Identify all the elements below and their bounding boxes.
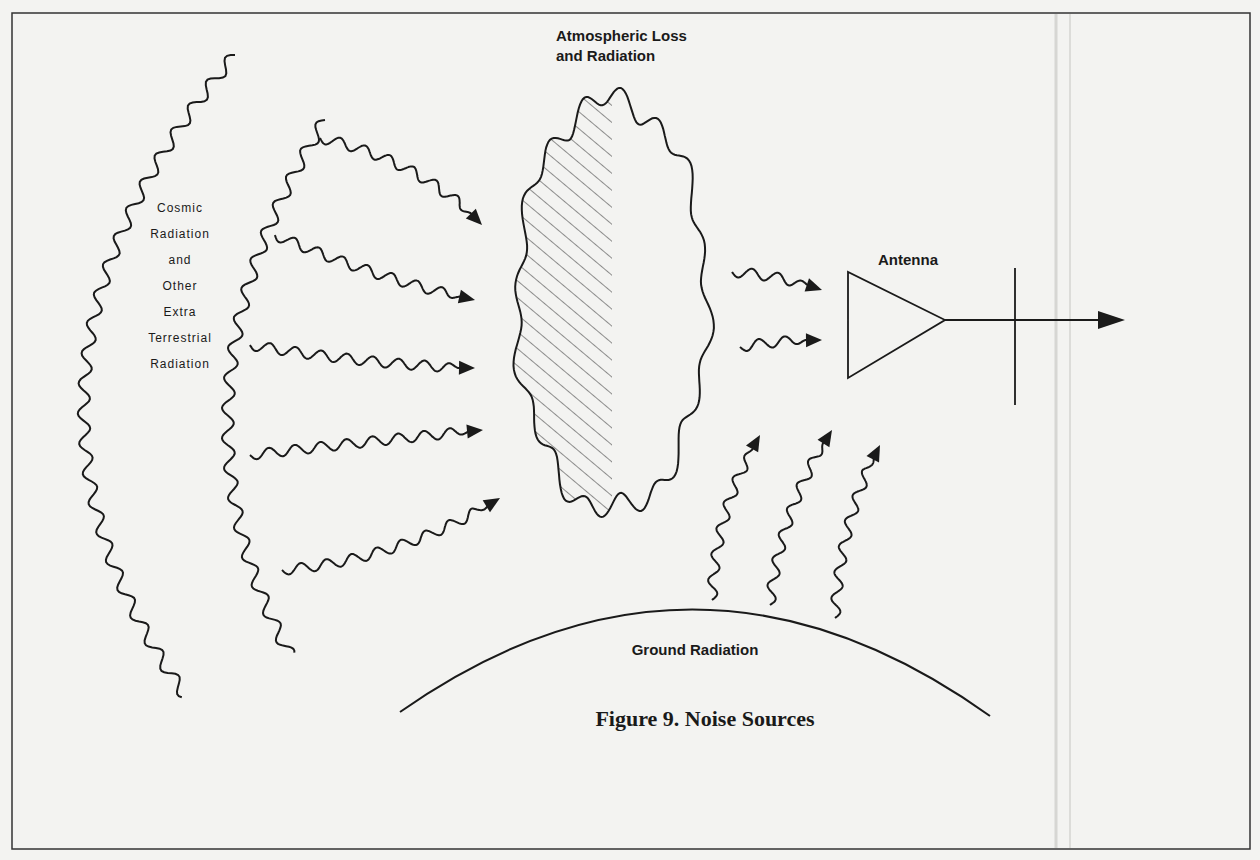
source-label: Cosmic Radiation and Other Extra Terrest…	[130, 195, 230, 377]
frame	[12, 13, 1250, 849]
arrowhead	[818, 430, 832, 447]
arrowhead	[466, 209, 482, 225]
radiation-front	[78, 55, 235, 697]
scan-line	[1069, 14, 1071, 848]
output-arrowhead	[1098, 311, 1125, 329]
radiation-front	[222, 120, 325, 653]
radiation-ray	[275, 235, 463, 298]
radiation-ray	[250, 428, 471, 459]
ground-arc	[400, 609, 990, 716]
arrowhead	[459, 361, 475, 375]
radiation-ray	[768, 440, 826, 605]
antenna-label: Antenna	[878, 250, 938, 270]
radiation-ray	[282, 505, 489, 575]
radiation-ray	[732, 269, 810, 286]
arrowhead	[466, 425, 483, 439]
scan-line	[1055, 14, 1058, 848]
arrowhead	[746, 435, 760, 452]
radiation-ray	[250, 343, 462, 371]
cloud-hatching	[500, 90, 612, 530]
atmosphere-label: Atmospheric Loss and Radiation	[556, 26, 716, 66]
radiation-ray	[740, 336, 810, 351]
radiation-ray	[320, 138, 473, 216]
arrowhead	[483, 498, 500, 512]
arrowhead	[867, 445, 880, 462]
radiation-ray	[708, 446, 754, 600]
arrowhead	[805, 278, 822, 291]
ground-label: Ground Radiation	[632, 640, 759, 660]
reference-plane	[1014, 268, 1016, 405]
antenna-output	[945, 319, 1100, 321]
radiation-waves	[78, 55, 880, 697]
radiation-ray	[831, 456, 874, 618]
arrowhead	[458, 290, 475, 304]
figure-caption: Figure 9. Noise Sources	[595, 706, 814, 732]
antenna-symbol	[848, 272, 945, 378]
atmosphere-cloud	[514, 88, 714, 517]
arrowhead	[806, 333, 822, 347]
